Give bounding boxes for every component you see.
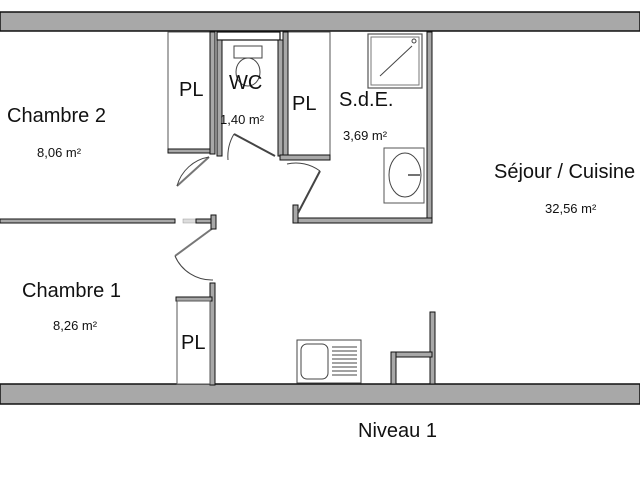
room-name-chambre-2: Chambre 2 <box>7 105 106 127</box>
level-title: Niveau 1 <box>358 420 437 442</box>
room-area-sde: 3,69 m² <box>343 128 388 143</box>
chair <box>390 311 436 385</box>
room-name-wc: WC <box>229 72 263 94</box>
shower-tray <box>367 33 423 89</box>
top-wall <box>0 11 640 32</box>
toilet-tank <box>233 45 263 59</box>
bottom-wall <box>0 383 640 405</box>
room-area-chambre-1: 8,26 m² <box>53 318 98 333</box>
toilet-bowl <box>235 57 261 87</box>
room-name-sejour-cuisine: Séjour / Cuisine <box>494 161 636 183</box>
wall-ch2-wc <box>209 31 216 155</box>
closet-chambre2 <box>167 31 215 151</box>
closet-label-chambre-1: PL <box>181 332 206 354</box>
closet-label-sde: PL <box>292 93 317 115</box>
room-area-sejour-cuisine: 32,56 m² <box>545 201 597 216</box>
closet-label-chambre-2: PL <box>179 79 204 101</box>
room-name-chambre-1: Chambre 1 <box>22 280 121 302</box>
room-area-wc: 1,40 m² <box>220 112 265 127</box>
room-name-sde: S.d.E. <box>339 89 394 111</box>
room-area-chambre-2: 8,06 m² <box>37 145 82 160</box>
wall-chambers <box>0 218 176 224</box>
